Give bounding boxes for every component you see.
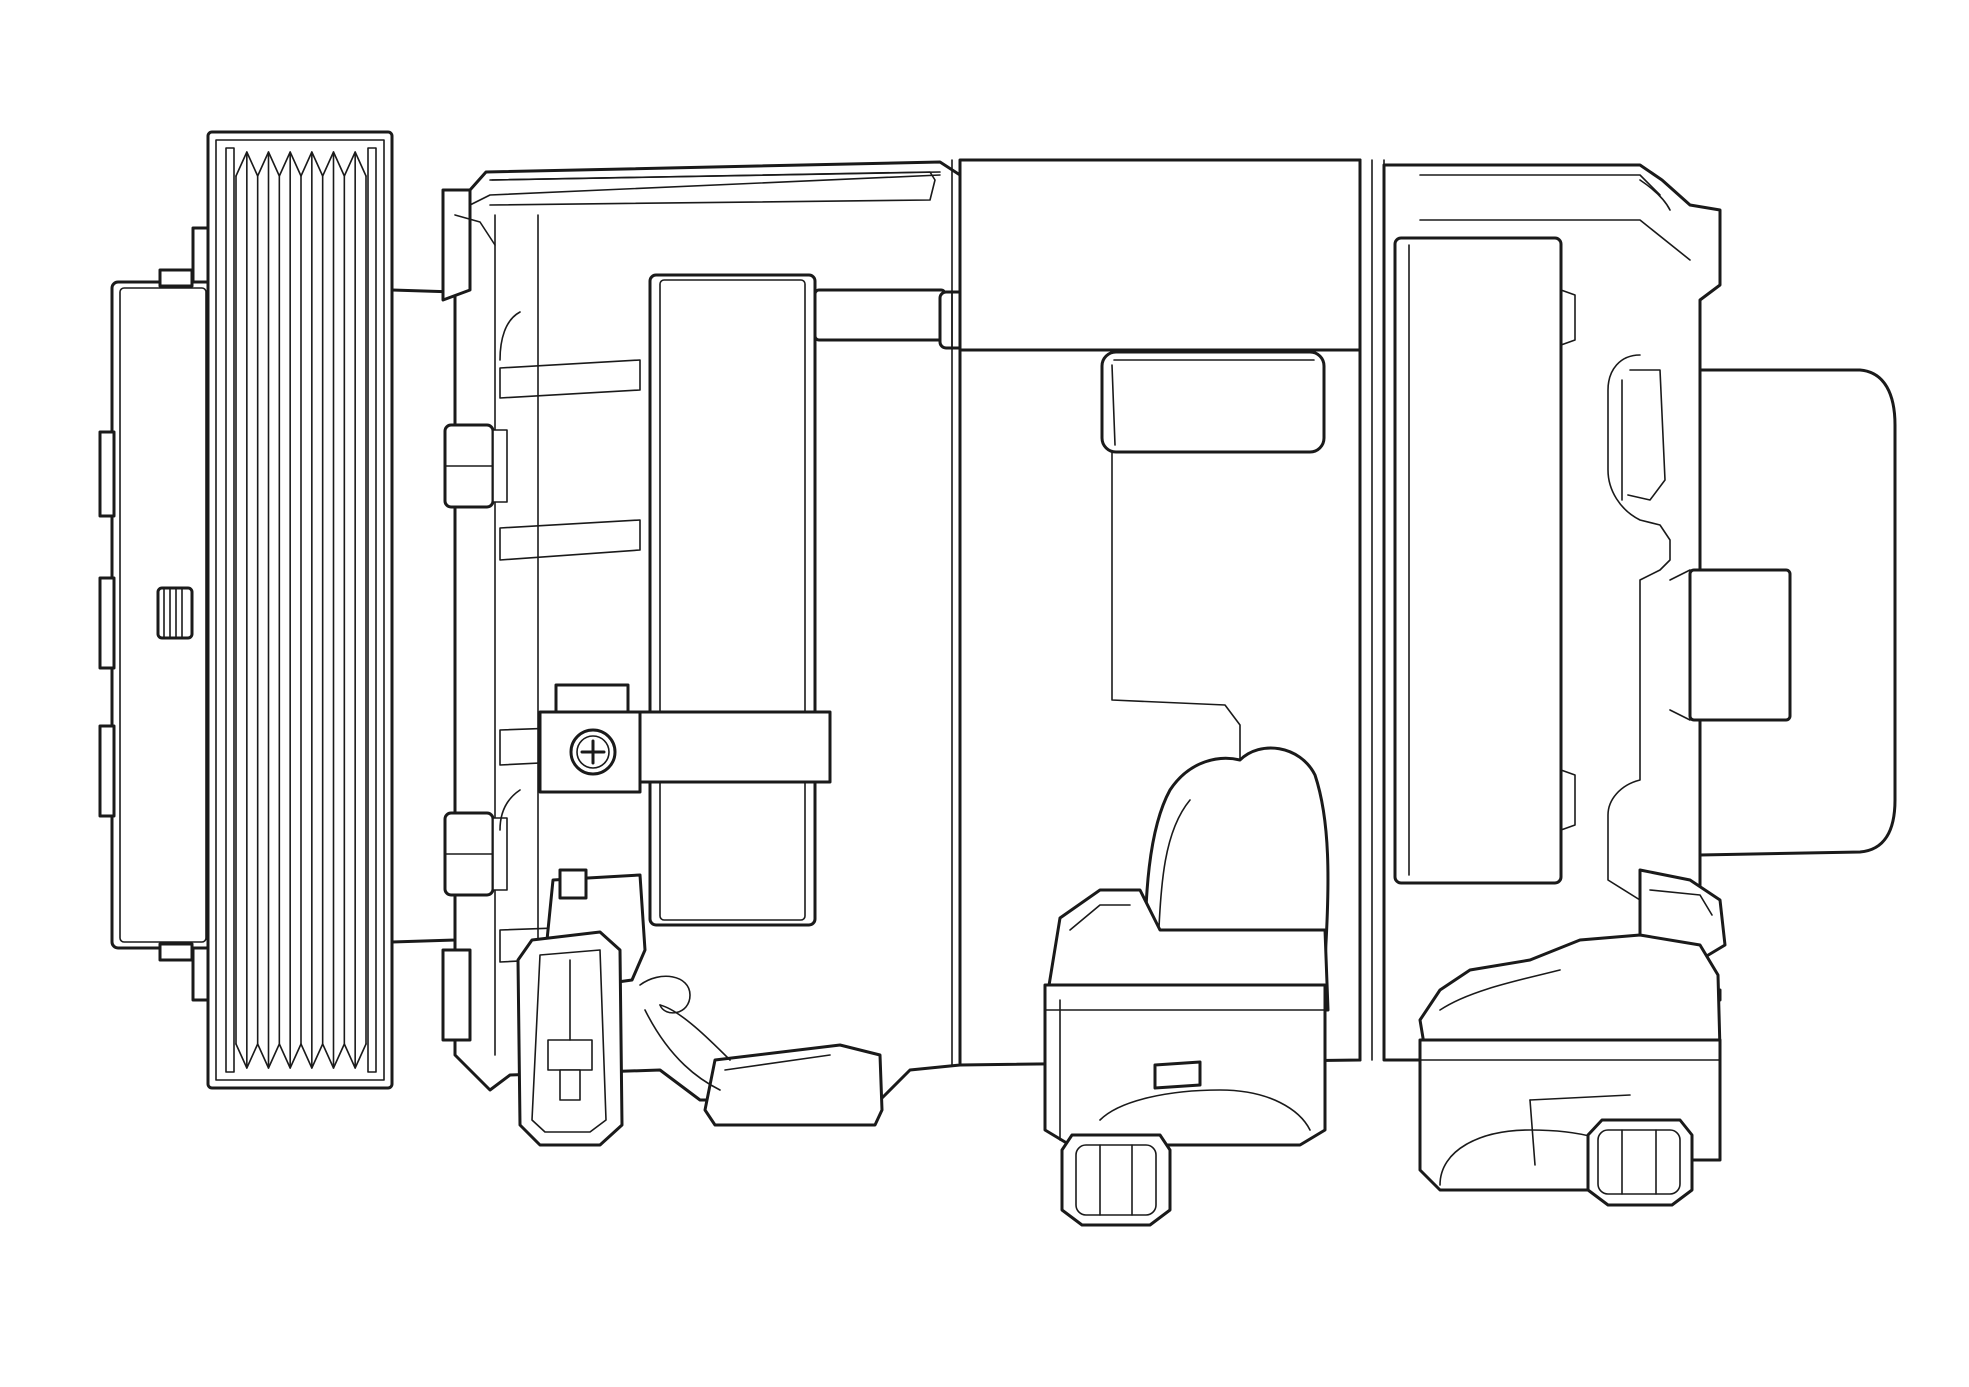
discharge-port-nut xyxy=(1586,1118,1694,1207)
pulley-grooves xyxy=(235,151,367,1069)
rear-cap xyxy=(1669,368,1897,857)
screw-block xyxy=(538,683,642,794)
pulley xyxy=(206,130,394,1090)
electrical-connector xyxy=(516,868,731,1147)
discharge-port xyxy=(1418,868,1727,1207)
clutch-plate xyxy=(98,226,214,1002)
clutch-center-bolt xyxy=(156,586,194,640)
rear-housing xyxy=(1382,163,1722,1062)
housing-bolt-upper xyxy=(443,423,508,509)
suction-port xyxy=(1043,746,1330,1227)
housing-band xyxy=(638,273,1014,927)
suction-port-nut xyxy=(1060,1133,1172,1227)
housing-bolt-lower xyxy=(443,811,508,897)
